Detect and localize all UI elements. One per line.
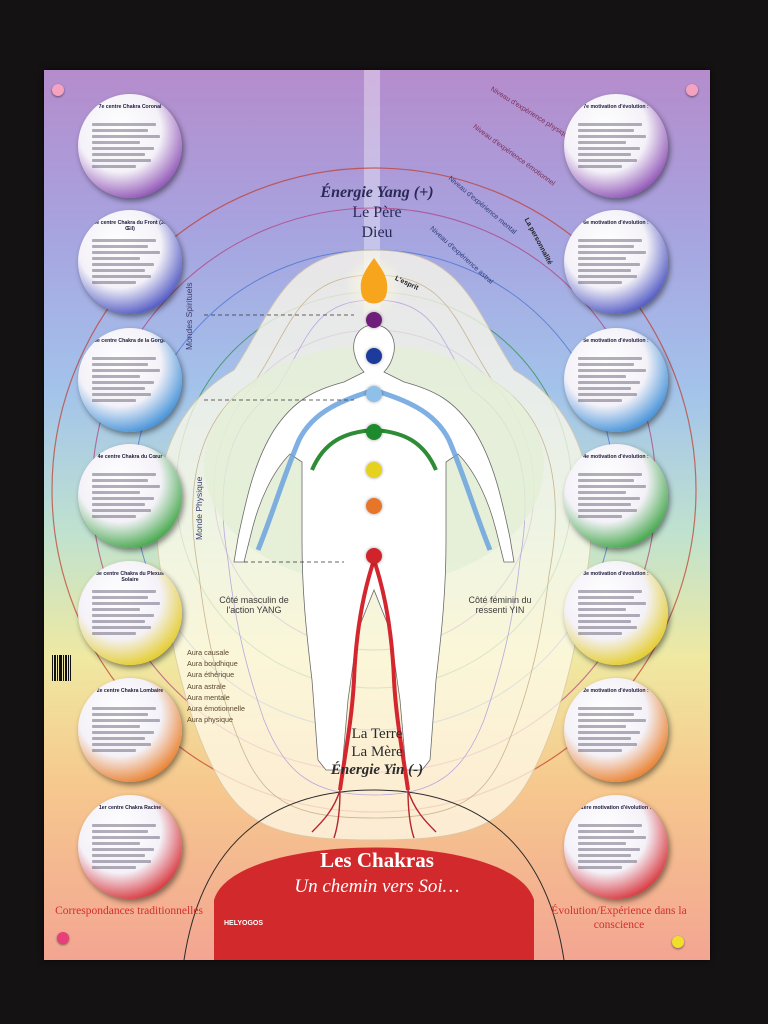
disc-title: 3e centre Chakra du Plexus Solaire <box>96 571 164 583</box>
thumbtack-top-right <box>686 84 698 96</box>
disc-text-lines <box>578 704 658 755</box>
disc-text-lines <box>578 236 658 287</box>
chakra-point-5 <box>366 386 382 402</box>
terre-heading: La Terre <box>351 726 403 742</box>
left-caption: Correspondances traditionnelles <box>55 905 203 917</box>
disc-title: 7e centre Chakra Coronal <box>98 104 162 110</box>
aura-label: Aura astrale <box>187 681 226 691</box>
thumbtack-bottom-left <box>57 932 69 944</box>
thumbtack-top-left <box>52 84 64 96</box>
disc-text-lines <box>578 120 658 171</box>
pere-heading: Le Père <box>352 204 402 221</box>
left-chakra-disc-7: 7e centre Chakra Coronal <box>78 94 182 198</box>
disc-text-lines <box>92 236 172 287</box>
poster-graphics <box>51 70 697 960</box>
physical-world-label: Monde Physique <box>194 476 204 540</box>
disc-text-lines <box>92 704 172 755</box>
aura-label: Aura causale <box>187 648 229 657</box>
right-chakra-disc-5: 5e motivation d'évolution : <box>564 328 668 432</box>
right-chakra-disc-7: 7e motivation d'évolution : <box>564 94 668 198</box>
aura-label: Aura mentale <box>187 692 230 702</box>
chakra-poster: Énergie Yang (+) Le Père Dieu La Terre L… <box>44 70 710 960</box>
left-chakra-disc-3: 3e centre Chakra du Plexus Solaire <box>78 561 182 665</box>
disc-title: 2e motivation d'évolution : <box>583 688 649 694</box>
left-chakra-disc-4: 4e centre Chakra du Cœur <box>78 444 182 548</box>
chakra-point-2 <box>366 498 382 514</box>
right-chakra-disc-6: 6e motivation d'évolution : <box>564 210 668 314</box>
left-chakra-disc-6: 6e centre Chakra du Front (3e Œil) <box>78 210 182 314</box>
disc-title: 2e centre Chakra Lombaire <box>96 688 164 694</box>
disc-title: 1ère motivation d'évolution : <box>580 805 652 811</box>
disc-title: 6e motivation d'évolution : <box>583 220 649 226</box>
yin-heading: Énergie Yin (-) <box>330 762 424 778</box>
disc-title: 5e motivation d'évolution : <box>583 338 649 344</box>
feminine-side-label: Côté féminin du ressenti YIN <box>468 595 532 615</box>
poster-subtitle: Un chemin vers Soi… <box>294 876 460 897</box>
disc-title: 7e motivation d'évolution : <box>583 104 649 110</box>
aura-label: Aura émotionnelle <box>187 704 245 713</box>
yang-heading: Énergie Yang (+) <box>320 184 434 201</box>
thumbtack-bottom-right <box>672 936 684 948</box>
disc-text-lines <box>92 354 172 405</box>
disc-title: 3e motivation d'évolution : <box>583 571 649 577</box>
left-chakra-disc-5: 5e centre Chakra de la Gorge <box>78 328 182 432</box>
disc-text-lines <box>92 120 172 171</box>
publisher-logo: HELYOGOS <box>224 920 264 927</box>
aura-label: Aura physique <box>187 715 233 725</box>
aura-label: Aura boudhique <box>187 659 238 669</box>
disc-text-lines <box>92 587 172 638</box>
right-chakra-disc-3: 3e motivation d'évolution : <box>564 561 668 665</box>
right-chakra-disc-2: 2e motivation d'évolution : <box>564 678 668 782</box>
right-caption: Évolution/Expérience dans la conscience <box>551 905 687 931</box>
disc-text-lines <box>578 354 658 405</box>
disc-text-lines <box>92 470 172 521</box>
left-chakra-disc-2: 2e centre Chakra Lombaire <box>78 678 182 782</box>
disc-title: 5e centre Chakra de la Gorge <box>94 338 166 344</box>
mere-heading: La Mère <box>351 744 403 760</box>
left-chakra-disc-1: 1er centre Chakra Racine <box>78 795 182 899</box>
disc-text-lines <box>578 470 658 521</box>
disc-text-lines <box>92 821 172 872</box>
aura-label: Aura éthérique <box>187 670 235 680</box>
spiritual-worlds-label: Mondes Spirituels <box>184 282 194 350</box>
chakra-point-4 <box>366 424 382 440</box>
disc-title: 4e centre Chakra du Cœur <box>97 454 163 460</box>
dieu-heading: Dieu <box>361 224 393 241</box>
disc-title: 4e motivation d'évolution : <box>583 454 649 460</box>
poster-title: Les Chakras <box>320 848 434 872</box>
disc-text-lines <box>578 587 658 638</box>
chakra-point-7 <box>366 312 382 328</box>
chakra-point-3 <box>366 462 382 478</box>
disc-text-lines <box>578 821 658 872</box>
chakra-point-1 <box>366 548 382 564</box>
chakra-point-6 <box>366 348 382 364</box>
right-chakra-disc-4: 4e motivation d'évolution : <box>564 444 668 548</box>
right-chakra-disc-1: 1ère motivation d'évolution : <box>564 795 668 899</box>
masculine-side-label: Côté masculin de l'action YANG <box>219 595 289 615</box>
disc-title: 6e centre Chakra du Front (3e Œil) <box>93 220 167 232</box>
disc-title: 1er centre Chakra Racine <box>98 805 162 811</box>
